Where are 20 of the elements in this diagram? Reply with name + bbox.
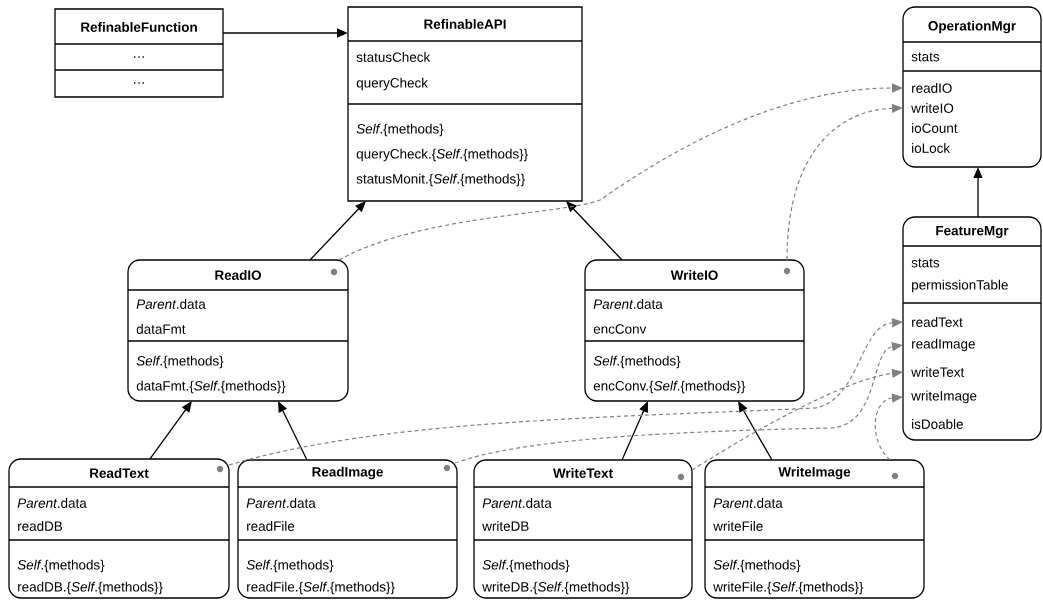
class-box: RefinableFunction … … [54,8,224,98]
arrow [566,201,623,261]
dashed-arrow [454,342,903,464]
dashed-arrow [874,393,903,461]
class-box: OperationMgr stats readIO writeIO ioCount ioLock [902,6,1042,168]
arrow [278,401,308,461]
class-box: FeatureMgr stats permissionTable readText readImage writeText writeImage isDoable [902,216,1042,441]
class-box: RefinableAPI statusCheck queryCheck Self.{methods} queryCheck.{Self.{methods}} statusMonit.{Self.{methods}} [347,6,583,202]
arrow [738,401,773,461]
class-box: WriteText Parent.data writeDB Self.{methods} writeDB.{Self.{methods}} [473,459,693,599]
arrow [149,401,192,460]
arrow [309,201,366,261]
class-box: ReadIO Parent.data dataFmt Self.{methods} dataFmt.{Self.{methods}} [127,259,349,402]
class-box: WriteImage Parent.data writeFile Self.{methods} writeFile.{Self.{methods}} [704,459,925,599]
class-box: ReadImage Parent.data readFile Self.{methods} readFile.{Self.{methods}} [237,459,458,599]
dashed-arrow [228,318,903,466]
dashed-arrow [691,368,903,471]
class-box: WriteIO Parent.data encConv Self.{methods} encConv.{Self.{methods}} [584,259,805,402]
arrow [621,401,648,461]
class-box: ReadText Parent.data readDB Self.{methods} readDB.{Self.{methods}} [8,458,230,599]
